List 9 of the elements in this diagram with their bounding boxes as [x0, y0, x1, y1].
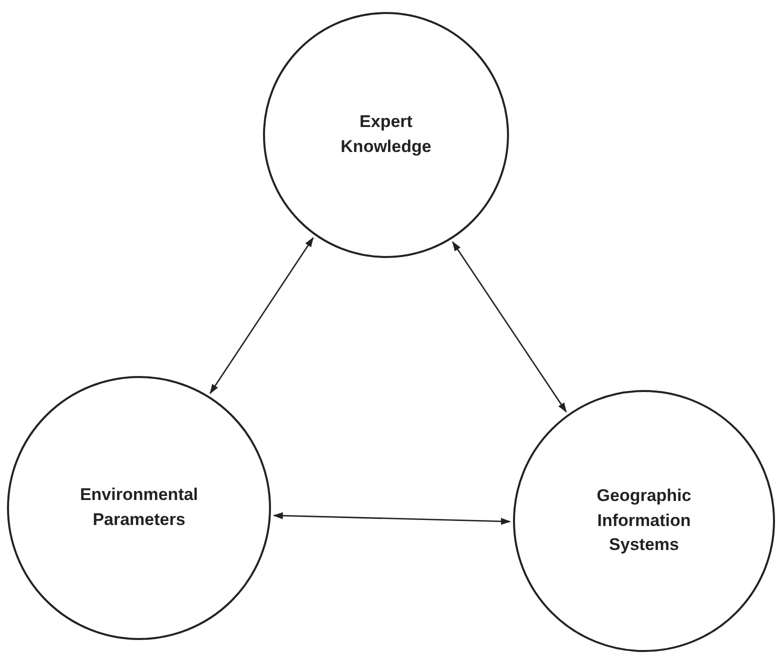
double-arrow — [272, 512, 511, 525]
node-label: Geographic Information Systems — [596, 485, 692, 556]
circle-node — [513, 390, 775, 652]
double-arrow — [210, 237, 314, 394]
circle-node — [7, 376, 271, 640]
double-arrow — [452, 241, 567, 413]
node-label: Environmental Parameters — [78, 484, 200, 531]
circle-node — [263, 12, 509, 258]
node-label: Expert Knowledge — [340, 111, 432, 158]
